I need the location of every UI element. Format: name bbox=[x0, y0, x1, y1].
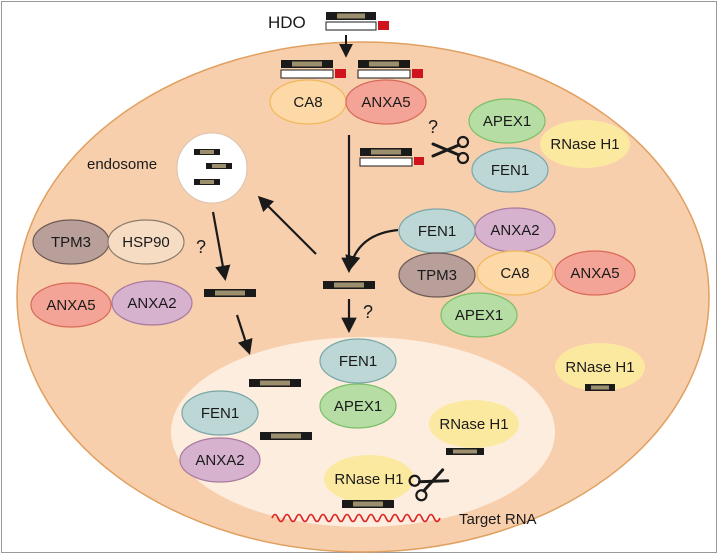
protein-fen1-top-label: FEN1 bbox=[491, 162, 529, 179]
arrow-to-endosome bbox=[257, 195, 317, 255]
protein-hsp90-left-label: HSP90 bbox=[122, 234, 170, 251]
protein-apex1-nucleus bbox=[319, 383, 397, 429]
protein-rnaseh1-right bbox=[555, 343, 645, 391]
protein-fen1-cluster-label: FEN1 bbox=[418, 223, 456, 240]
protein-anxa5-top bbox=[345, 79, 427, 125]
question-mark-escape: ? bbox=[196, 237, 206, 257]
protein-anxa2-cluster-label: ANXA2 bbox=[490, 222, 539, 239]
protein-apex1-nucleus-label: APEX1 bbox=[334, 398, 382, 415]
protein-fen1-nucleus-top-label: FEN1 bbox=[339, 353, 377, 370]
protein-anxa5-cluster-label: ANXA5 bbox=[570, 265, 619, 282]
protein-rnaseh1-top-label: RNase H1 bbox=[550, 136, 619, 153]
oligo-nucleus-1 bbox=[249, 379, 301, 387]
protein-anxa5-top-label: ANXA5 bbox=[361, 94, 410, 111]
protein-anxa2-nucleus bbox=[179, 437, 261, 483]
target-rna-label: Target RNA bbox=[459, 511, 537, 528]
protein-anxa5-cluster bbox=[554, 250, 636, 296]
arrow-to-nucleus-left bbox=[235, 314, 253, 355]
protein-hsp90-left bbox=[107, 219, 185, 265]
protein-tpm3-cluster-label: TPM3 bbox=[417, 267, 457, 284]
protein-rnaseh1-right-label: RNase H1 bbox=[565, 359, 634, 376]
endosome-oligos bbox=[194, 149, 232, 185]
protein-ca8-cluster bbox=[476, 250, 554, 296]
hdo-duplex-top bbox=[325, 12, 389, 31]
hdo-duplex-anxa5 bbox=[357, 60, 423, 79]
target-rna bbox=[271, 513, 441, 523]
protein-apex1-top bbox=[468, 98, 546, 144]
oligo-rnaseh1-nucleus bbox=[446, 448, 484, 455]
oligo-nucleus-2 bbox=[260, 432, 312, 440]
protein-fen1-nucleus-left-label: FEN1 bbox=[201, 405, 239, 422]
protein-anxa5-left bbox=[30, 282, 112, 328]
hdo-duplex-ca8 bbox=[280, 60, 346, 79]
protein-apex1-cluster bbox=[440, 292, 518, 338]
protein-tpm3-cluster bbox=[398, 252, 476, 298]
protein-anxa2-left bbox=[111, 280, 193, 326]
question-mark-nuclear-entry: ? bbox=[363, 302, 373, 322]
oligo-cytoplasm-left bbox=[204, 289, 256, 297]
protein-anxa5-left-label: ANXA5 bbox=[46, 297, 95, 314]
protein-rnaseh1-target bbox=[324, 455, 414, 503]
hdo-duplex-cleaved bbox=[359, 148, 424, 167]
protein-anxa2-nucleus-label: ANXA2 bbox=[195, 452, 244, 469]
arrow-from-cluster bbox=[345, 228, 399, 271]
protein-rnaseh1-nucleus bbox=[429, 400, 519, 448]
protein-rnaseh1-top bbox=[540, 120, 630, 168]
hdo-label: HDO bbox=[268, 13, 306, 32]
protein-rnaseh1-target-label: RNase H1 bbox=[334, 471, 403, 488]
protein-fen1-nucleus-left bbox=[181, 390, 259, 436]
question-mark-cleavage: ? bbox=[428, 117, 438, 137]
protein-ca8-cluster-label: CA8 bbox=[500, 265, 529, 282]
protein-anxa2-left-label: ANXA2 bbox=[127, 295, 176, 312]
protein-ca8-top-label: CA8 bbox=[293, 94, 322, 111]
protein-fen1-nucleus-top bbox=[319, 338, 397, 384]
oligo-cytoplasm-center bbox=[323, 281, 375, 289]
arrow-endosome-release bbox=[211, 211, 231, 282]
protein-rnaseh1-nucleus-label: RNase H1 bbox=[439, 416, 508, 433]
protein-apex1-cluster-label: APEX1 bbox=[455, 307, 503, 324]
oligo-rnaseh1-right bbox=[585, 384, 615, 391]
protein-tpm3-left-label: TPM3 bbox=[51, 234, 91, 251]
protein-apex1-top-label: APEX1 bbox=[483, 113, 531, 130]
protein-fen1-top bbox=[471, 147, 549, 193]
endosome-label: endosome bbox=[87, 156, 157, 173]
oligo-on-target bbox=[342, 500, 394, 508]
